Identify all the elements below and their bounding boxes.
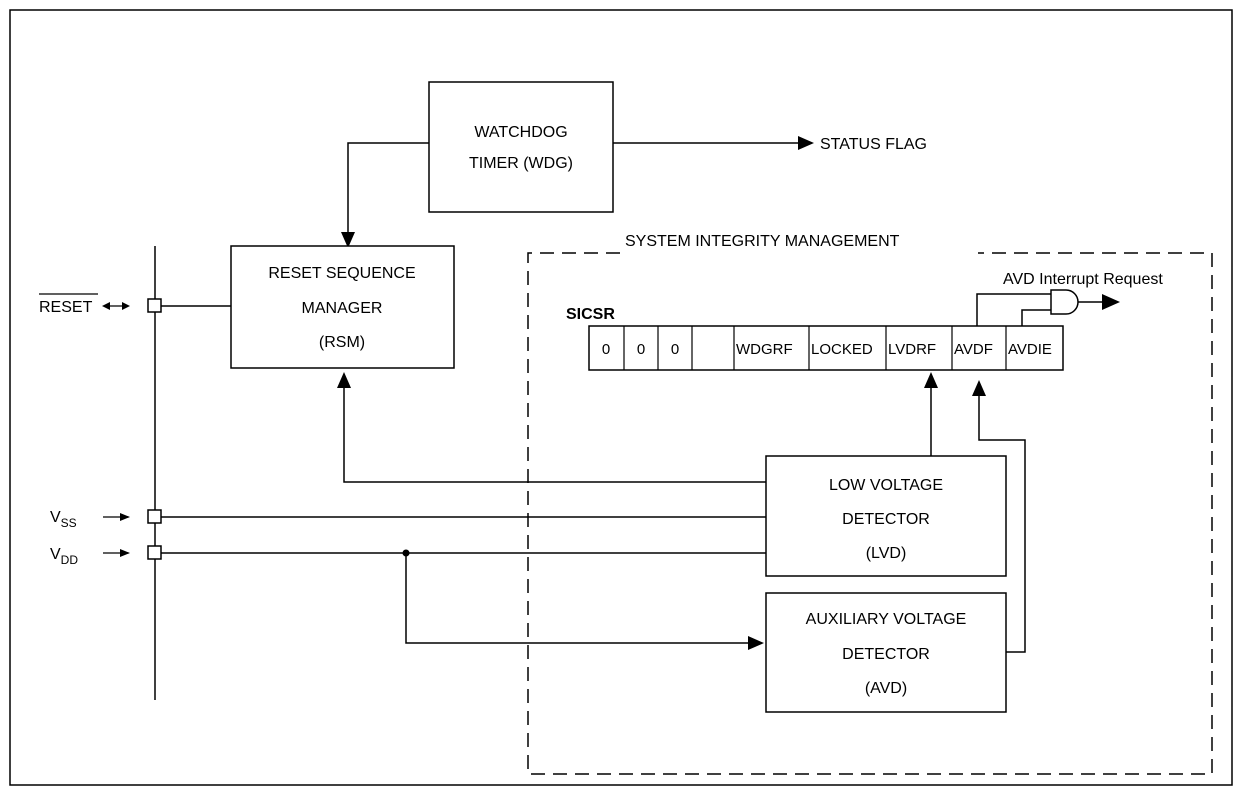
sicsr-bit-wdgrf: WDGRF — [736, 341, 793, 358]
rsm-label-2: MANAGER — [302, 300, 383, 317]
vdd-pin-label: VDD — [50, 546, 78, 567]
sim-title: SYSTEM INTEGRITY MANAGEMENT — [625, 233, 900, 250]
avd-label-2: DETECTOR — [842, 646, 930, 663]
avd-label-3: (AVD) — [865, 680, 907, 697]
vdd-pin-pad — [147, 545, 162, 560]
avd-to-avdf-line — [978, 394, 1026, 653]
lvd-label-3: (LVD) — [866, 545, 907, 562]
sicsr-label: SICSR — [566, 306, 615, 323]
sicsr-bit-6: 0 — [637, 341, 645, 358]
lvd-to-lvdrf-arrow — [924, 372, 938, 388]
sicsr-bit-avdf: AVDF — [954, 341, 993, 358]
vss-pin-pad — [147, 509, 162, 524]
vdd-to-avd-arrow — [748, 636, 764, 650]
rsm-label-1: RESET SEQUENCE — [268, 265, 415, 282]
watchdog-timer-block — [428, 81, 614, 213]
and-gate — [1050, 289, 1079, 315]
avdf-to-gate-line — [976, 293, 1051, 326]
figure-frame — [9, 9, 1233, 786]
wdg-to-rsm-arrow — [341, 232, 355, 248]
reset-bidir-arrow-right — [122, 302, 130, 310]
lvd-to-rsm-arrow — [337, 372, 351, 388]
sicsr-bit-7: 0 — [602, 341, 610, 358]
sicsr-bit-lvdrf: LVDRF — [888, 341, 936, 358]
vdd-to-avd-line — [405, 553, 752, 644]
vss-input-arrow — [120, 513, 130, 521]
reset-sequence-manager-block — [230, 245, 455, 369]
sicsr-bit-avdie: AVDIE — [1008, 341, 1052, 358]
lvd-to-rsm-line — [343, 384, 766, 483]
low-voltage-detector-block — [765, 455, 1007, 577]
avdie-to-gate-line — [1021, 309, 1051, 326]
sicsr-bit-locked: LOCKED — [811, 341, 873, 358]
reset-pin-label: RESET — [39, 299, 93, 316]
vdd-input-arrow — [120, 549, 130, 557]
reset-pin-pad — [147, 298, 162, 313]
sim-boundary — [527, 252, 1213, 775]
wdg-to-rsm-line — [347, 142, 429, 236]
lvd-label-2: DETECTOR — [842, 511, 930, 528]
status-flag-arrow — [798, 136, 814, 150]
watchdog-label-1: WATCHDOG — [474, 124, 567, 141]
avd-interrupt-arrow — [1102, 294, 1120, 310]
vss-pin-label: VSS — [50, 509, 77, 530]
sicsr-register: 0 0 0 WDGRF LOCKED LVDRF AVDF AVDIE — [588, 325, 1064, 371]
lvd-label-1: LOW VOLTAGE — [829, 477, 943, 494]
avd-to-avdf-arrow — [972, 380, 986, 396]
avd-label-1: AUXILIARY VOLTAGE — [806, 611, 967, 628]
rsm-label-3: (RSM) — [319, 334, 365, 351]
auxiliary-voltage-detector-block — [765, 592, 1007, 713]
status-flag-label: STATUS FLAG — [820, 136, 927, 153]
reset-bidir-arrow-left — [102, 302, 110, 310]
sicsr-bit-5: 0 — [671, 341, 679, 358]
watchdog-label-2: TIMER (WDG) — [469, 155, 573, 172]
avd-interrupt-label: AVD Interrupt Request — [1003, 271, 1163, 288]
